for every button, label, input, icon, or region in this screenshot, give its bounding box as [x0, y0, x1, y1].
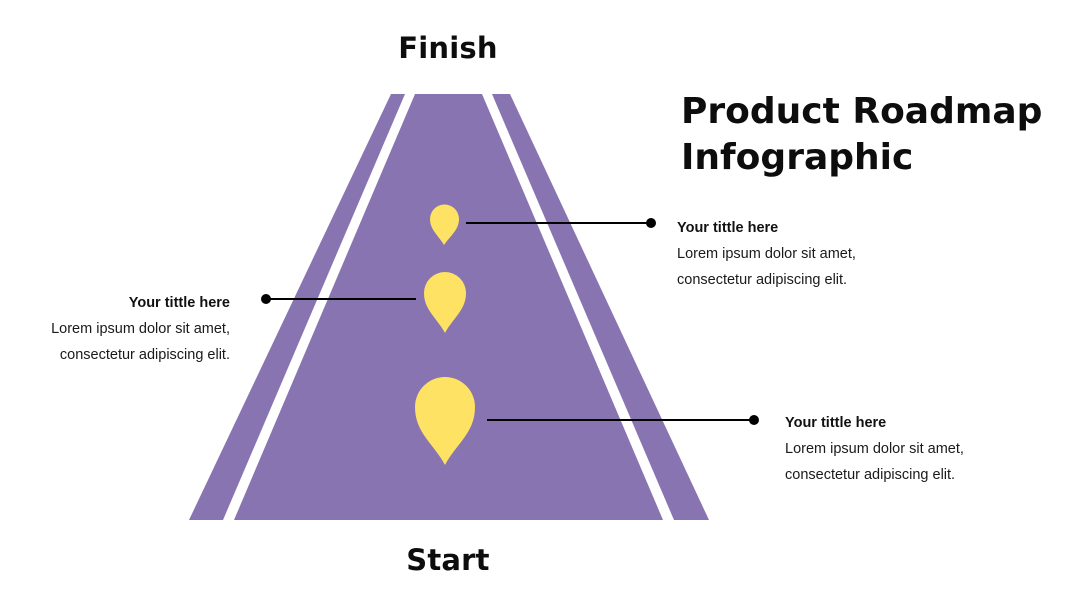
- location-pin-icon-large: [415, 377, 475, 465]
- start-label: Start: [406, 543, 490, 577]
- callout-title: Your tittle here: [128, 295, 230, 311]
- callout-body-line: consectetur adipiscing elit.: [785, 467, 956, 483]
- callout-body-line: Lorem ipsum dolor sit amet,: [785, 441, 964, 457]
- road-right-stripe: [482, 94, 674, 520]
- callout-title: Your tittle here: [677, 220, 779, 236]
- callout-body-line: consectetur adipiscing elit.: [59, 347, 230, 363]
- page-title-line-1: Product Roadmap: [681, 91, 1043, 132]
- connector-1: [466, 218, 656, 228]
- callout-3: Your tittle here Lorem ipsum dolor sit a…: [785, 410, 1045, 488]
- callout-title: Your tittle here: [785, 415, 887, 431]
- page-title-line-2: Infographic: [681, 137, 914, 178]
- callout-body-line: consectetur adipiscing elit.: [677, 272, 848, 288]
- location-pin-icon-small: [430, 204, 459, 245]
- page-title: Product Roadmap Infographic: [681, 89, 1042, 181]
- connector-2: [261, 294, 416, 304]
- connector-3: [487, 415, 759, 425]
- callout-body-line: Lorem ipsum dolor sit amet,: [677, 246, 856, 262]
- callout-2: Your tittle here Lorem ipsum dolor sit a…: [0, 290, 230, 368]
- finish-label: Finish: [398, 31, 498, 65]
- callout-1: Your tittle here Lorem ipsum dolor sit a…: [677, 215, 937, 293]
- road-left-stripe: [223, 94, 415, 520]
- location-pin-icon-medium: [424, 272, 466, 333]
- callout-body-line: Lorem ipsum dolor sit amet,: [51, 321, 230, 337]
